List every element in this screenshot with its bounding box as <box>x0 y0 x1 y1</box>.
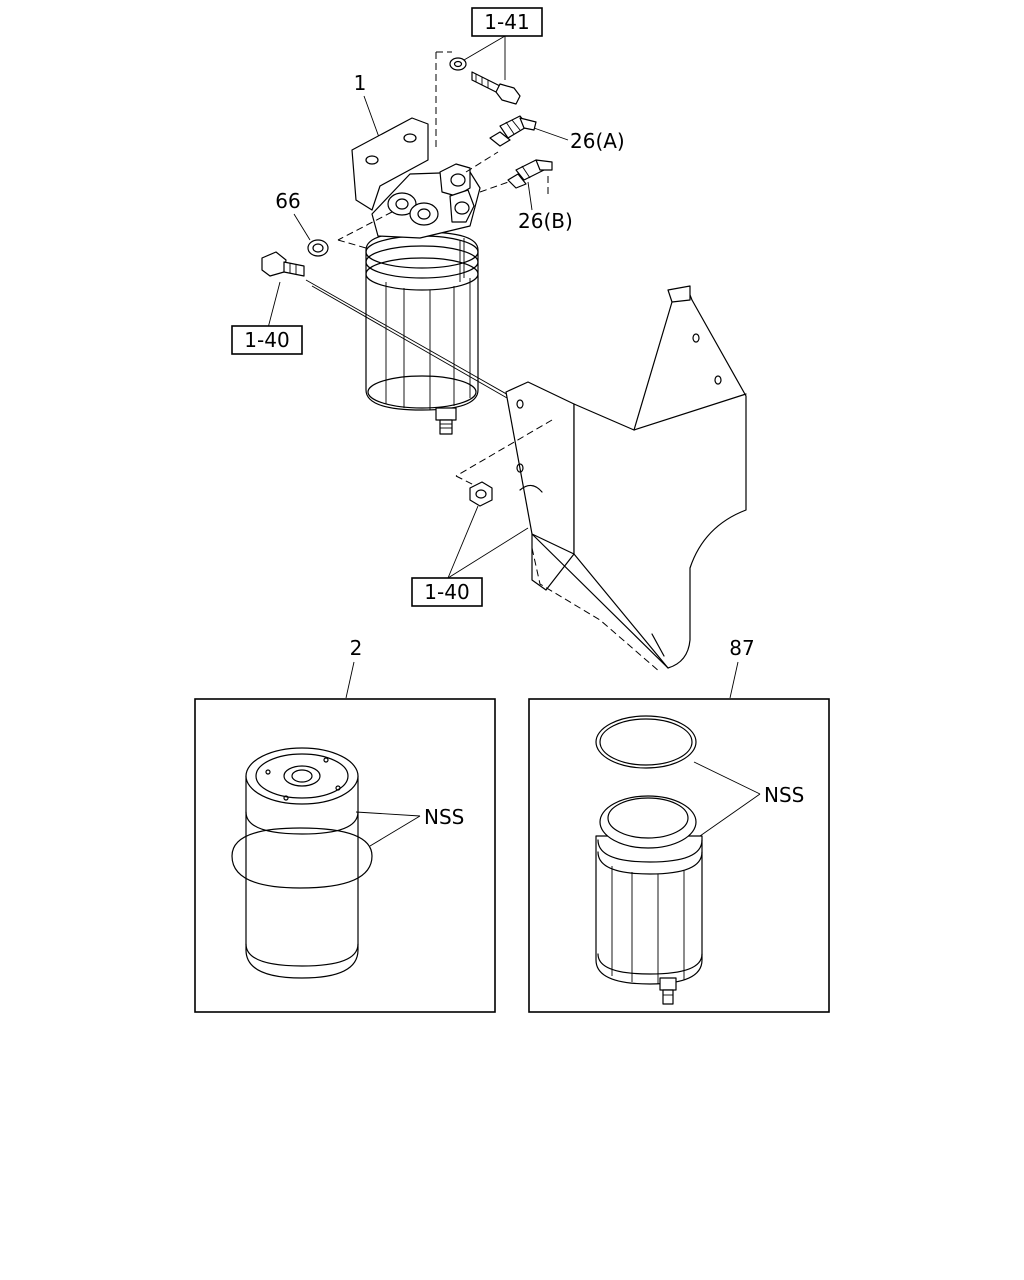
part-2-callout[interactable]: 2 <box>345 636 363 699</box>
reference-label: 1-40 <box>424 580 469 604</box>
part-66-callout[interactable]: 66 <box>275 189 311 241</box>
reference-label: 1-40 <box>244 328 289 352</box>
reference-1-40-bottom[interactable]: 1-40 <box>411 577 483 607</box>
reference-1-40-top[interactable]: 1-40 <box>231 281 303 355</box>
reference-1-41[interactable]: 1-41 <box>471 7 543 37</box>
leader-lines-1-41 <box>463 35 506 80</box>
filter-bowl <box>365 231 479 411</box>
reference-box <box>471 7 543 37</box>
plug-icon <box>307 239 329 257</box>
dashed-guides-top <box>435 51 452 150</box>
washer-icon <box>449 57 467 71</box>
drain-plug <box>435 407 457 421</box>
filter-bowl-icon <box>595 795 703 1005</box>
part-26a-callout[interactable]: 26(A) <box>533 127 625 153</box>
fitting-26b-icon <box>507 159 553 189</box>
dashed-guides-head <box>337 151 549 249</box>
nss-callout-left[interactable]: NSS <box>355 805 464 847</box>
reference-box <box>231 325 303 355</box>
filter-element-icon <box>231 747 373 979</box>
reference-box <box>411 577 483 607</box>
nut-icon <box>469 481 493 507</box>
part-number-label: 1 <box>354 71 367 95</box>
reference-label: 1-41 <box>484 10 529 34</box>
part-number-label: 66 <box>275 189 300 213</box>
part-87-callout[interactable]: 87 <box>729 636 755 699</box>
o-ring-icon <box>595 715 697 769</box>
dashed-guides-nut <box>455 419 553 487</box>
fitting-26a-icon <box>489 115 537 147</box>
mounting-bracket <box>351 117 429 211</box>
leader-lines-1-40-bottom <box>447 505 529 579</box>
part-87-detail-panel: NSS <box>528 698 830 1013</box>
part-number-label: 2 <box>350 636 363 660</box>
nss-label: NSS <box>764 783 804 807</box>
mounting-bracket-shield <box>505 285 747 673</box>
part-number-label: 87 <box>729 636 754 660</box>
flange-bolt-icon <box>471 71 521 105</box>
bolt-leader-line <box>305 279 515 403</box>
part-1-callout[interactable]: 1 <box>354 71 381 141</box>
nss-callout-right[interactable]: NSS <box>693 761 804 837</box>
part-number-label: 26(B) <box>518 209 573 233</box>
part-number-label: 26(A) <box>570 129 625 153</box>
nss-label: NSS <box>424 805 464 829</box>
part-26b-callout[interactable]: 26(B) <box>518 181 573 233</box>
part-2-detail-panel: NSS <box>194 698 496 1013</box>
mount-bolt-icon <box>261 251 305 277</box>
fuel-filter-assembly <box>351 117 481 435</box>
